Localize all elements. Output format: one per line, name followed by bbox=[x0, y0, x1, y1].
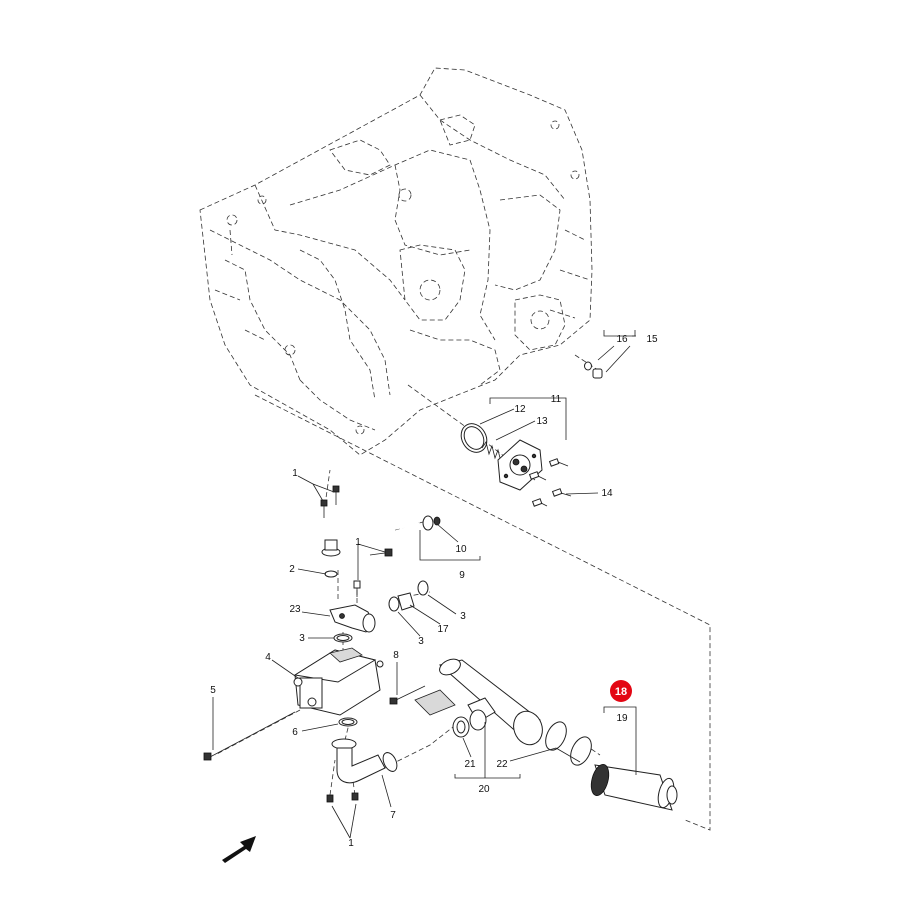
callout-13: 13 bbox=[536, 416, 548, 427]
washer-2 bbox=[324, 570, 338, 578]
callout-14: 14 bbox=[601, 488, 613, 499]
callout-9: 9 bbox=[459, 570, 465, 581]
callout-5: 5 bbox=[210, 685, 216, 696]
callout-18-label: 18 bbox=[615, 686, 627, 698]
highlighted-callout-18[interactable]: 18 bbox=[610, 680, 632, 702]
callout-23: 23 bbox=[289, 604, 301, 615]
bolt-5 bbox=[203, 711, 296, 761]
drain-plug bbox=[584, 361, 603, 379]
outlet-elbow-7 bbox=[331, 738, 398, 784]
oil-pipe bbox=[321, 509, 441, 557]
callout-20: 20 bbox=[478, 784, 490, 795]
callout-1-bottom: 1 bbox=[348, 838, 354, 849]
bushing-17 bbox=[388, 580, 429, 612]
bolts-1-lower bbox=[353, 580, 361, 597]
callout-21: 21 bbox=[464, 759, 476, 770]
transmission-housing bbox=[199, 67, 593, 456]
callout-1-mid: 1 bbox=[355, 537, 361, 548]
callout-4: 4 bbox=[265, 652, 271, 663]
cover-plate-assembly bbox=[460, 423, 543, 491]
elbow-fitting-23 bbox=[329, 604, 376, 633]
o-rings-22 bbox=[545, 721, 592, 766]
callout-7: 7 bbox=[390, 810, 396, 821]
bolt-8 bbox=[389, 685, 426, 705]
seal-3-ring bbox=[333, 633, 353, 643]
bolt-1-mid bbox=[369, 548, 393, 557]
callout-22: 22 bbox=[496, 759, 508, 770]
spring bbox=[481, 441, 502, 463]
seal-21 bbox=[452, 716, 470, 738]
callout-12: 12 bbox=[514, 404, 526, 415]
callout-8: 8 bbox=[393, 650, 399, 661]
filter-element-19 bbox=[590, 764, 678, 811]
callout-labels: 1 1 2 10 9 16 15 11 12 13 14 23 3 3 3 17… bbox=[210, 334, 658, 849]
callout-16: 16 bbox=[616, 334, 628, 345]
callout-10: 10 bbox=[455, 544, 467, 555]
direction-arrow-icon bbox=[222, 836, 256, 863]
callout-1-top: 1 bbox=[292, 468, 298, 479]
callout-11: 11 bbox=[551, 394, 562, 405]
callout-3-left: 3 bbox=[299, 633, 305, 644]
filter-housing-4 bbox=[293, 647, 384, 716]
callout-6: 6 bbox=[292, 727, 298, 738]
callout-3-lower: 3 bbox=[418, 636, 424, 647]
bolts-1-top bbox=[320, 485, 340, 518]
callout-2: 2 bbox=[289, 564, 295, 575]
callout-15: 15 bbox=[646, 334, 658, 345]
bolts-1-bottom bbox=[326, 792, 359, 803]
filter-tube-20 bbox=[414, 658, 543, 746]
callout-19: 19 bbox=[616, 713, 628, 724]
callout-3-right: 3 bbox=[460, 611, 466, 622]
callout-17: 17 bbox=[437, 624, 449, 635]
seal-6 bbox=[338, 717, 358, 727]
callout-leaders bbox=[212, 330, 637, 839]
bolts-14 bbox=[528, 458, 572, 507]
